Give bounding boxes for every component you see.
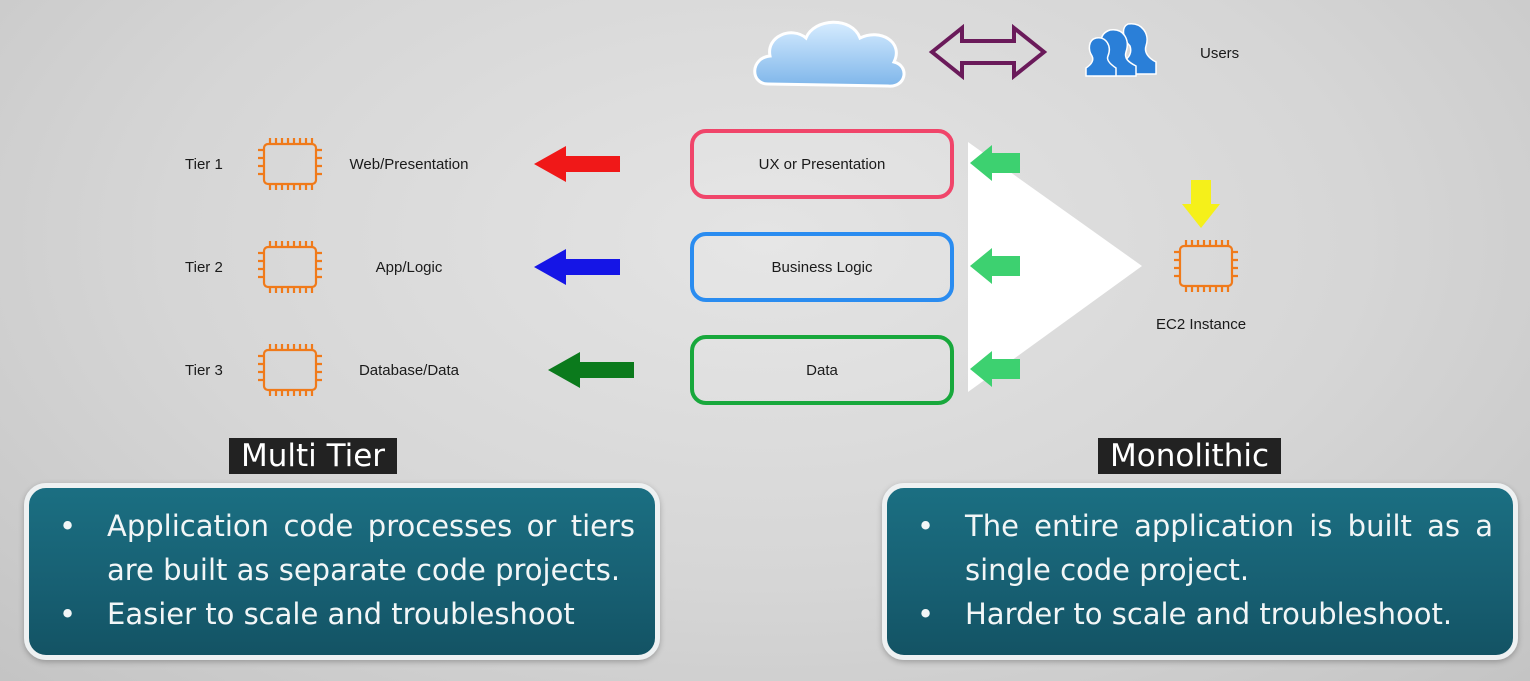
yellow-down-arrow-icon: [1182, 180, 1220, 228]
business-logic-box: Business Logic: [690, 232, 954, 302]
ec2-instance-label: EC2 Instance: [1156, 316, 1247, 333]
tier-3-label: Tier 3: [185, 362, 223, 379]
red-arrow-icon: [534, 146, 620, 182]
chip-icon: [256, 342, 324, 398]
cloud-icon: [753, 20, 906, 88]
tier-3-name: Database/Data: [358, 362, 460, 379]
tier-2-name: App/Logic: [375, 259, 443, 276]
tier-2-label: Tier 2: [185, 259, 223, 276]
chip-icon: [256, 136, 324, 192]
funnel-triangle: [968, 142, 1142, 392]
monolithic-bullet: Harder to scale and troubleshoot.: [917, 592, 1493, 636]
business-logic-label: Business Logic: [771, 258, 873, 276]
double-arrow-icon: [928, 24, 1048, 80]
monolithic-heading: Monolithic: [1098, 438, 1282, 474]
data-label: Data: [806, 361, 838, 379]
users-label: Users: [1200, 45, 1240, 62]
users-icon: [1085, 23, 1157, 77]
chip-icon: [256, 239, 324, 295]
green-arrow-icon: [970, 145, 1020, 181]
ux-presentation-label: UX or Presentation: [758, 155, 886, 173]
multi-tier-bullet-list: Application code processes or tiers are …: [59, 504, 635, 636]
multi-tier-heading: Multi Tier: [229, 438, 398, 474]
monolithic-bullet-list: The entire application is built as a sin…: [917, 504, 1493, 636]
monolithic-panel: The entire application is built as a sin…: [882, 483, 1518, 660]
multi-tier-bullet: Easier to scale and troubleshoot: [59, 592, 635, 636]
multi-tier-panel: Application code processes or tiers are …: [24, 483, 660, 660]
tier-1-name: Web/Presentation: [349, 156, 469, 173]
data-box: Data: [690, 335, 954, 405]
green-arrow-icon: [970, 351, 1020, 387]
multi-tier-bullet: Application code processes or tiers are …: [59, 504, 635, 592]
ux-presentation-box: UX or Presentation: [690, 129, 954, 199]
monolithic-bullet: The entire application is built as a sin…: [917, 504, 1493, 592]
blue-arrow-icon: [534, 249, 620, 285]
green-arrow-icon: [970, 248, 1020, 284]
tier-1-label: Tier 1: [185, 156, 223, 173]
dark-green-arrow-icon: [548, 352, 634, 388]
chip-icon: [1172, 238, 1240, 294]
